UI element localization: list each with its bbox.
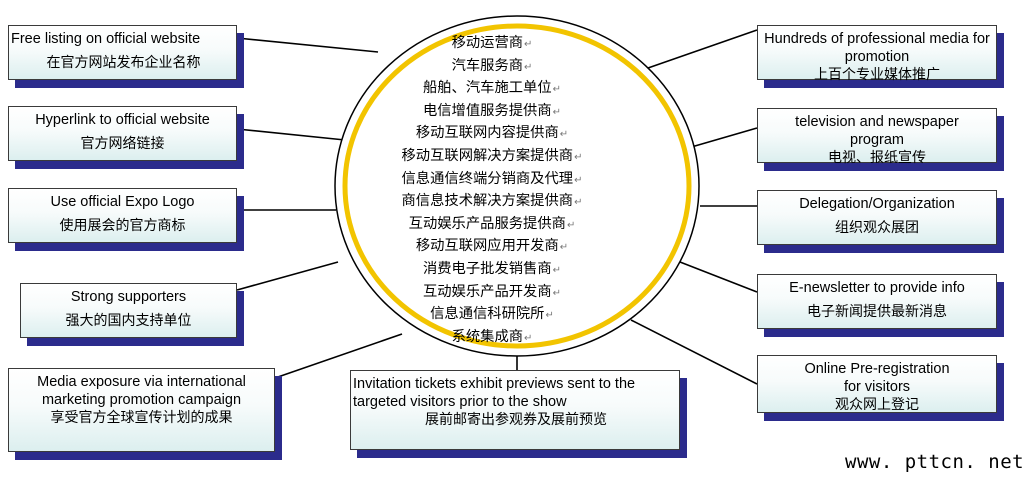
list-item: 船舶、汽车施工单位↵ bbox=[422, 80, 562, 97]
list-item: 移动互联网解决方案提供商↵ bbox=[401, 147, 583, 164]
list-item: 互动娱乐产品开发商↵ bbox=[422, 283, 562, 300]
benefit-label-en: Free listing on official website bbox=[11, 31, 201, 47]
benefit-box-invitation-tickets: Invitation tickets exhibit previews sent… bbox=[350, 370, 680, 450]
benefit-label-en: Invitation tickets exhibit previews sent… bbox=[353, 376, 636, 410]
benefit-label-en: E-newsletter to provide info bbox=[789, 280, 965, 296]
benefit-box-media-exposure: Media exposure via international marketi… bbox=[8, 368, 275, 452]
benefit-label-cn: 观众网上登记 bbox=[835, 397, 919, 413]
connector-line bbox=[647, 29, 758, 69]
benefit-box-professional-media: Hundreds of professional media for promo… bbox=[757, 25, 997, 83]
benefit-label-cn: 组织观众展团 bbox=[835, 220, 919, 236]
benefit-box-e-newsletter: E-newsletter to provide info 电子新闻提供最新消息 bbox=[757, 274, 997, 329]
list-item: 信息通信终端分销商及代理↵ bbox=[401, 170, 583, 187]
benefit-box-supporters: Strong supporters 强大的国内支持单位 bbox=[20, 283, 237, 338]
benefit-label-cn: 上百个专业媒体推广 bbox=[814, 67, 940, 83]
benefit-label-cn: 展前邮寄出参观券及展前预览 bbox=[425, 412, 607, 428]
connector-line bbox=[679, 261, 758, 293]
benefit-box-delegation: Delegation/Organization 组织观众展团 bbox=[757, 190, 997, 245]
benefit-label-en: Strong supporters bbox=[70, 289, 187, 305]
list-item: 信息通信科研院所↵ bbox=[430, 306, 554, 323]
benefit-box-free-listing: Free listing on official website 在官方网站发布… bbox=[8, 25, 237, 80]
benefit-label-en: television and newspaper program bbox=[795, 114, 959, 148]
benefit-label-cn: 享受官方全球宣传计划的成果 bbox=[50, 410, 233, 426]
center-ring bbox=[342, 23, 692, 349]
connector-line bbox=[687, 127, 758, 149]
list-item: 电信增值服务提供商↵ bbox=[422, 102, 562, 119]
benefit-label-cn: 电子新闻提供最新消息 bbox=[807, 304, 947, 320]
benefit-box-expo-logo: Use official Expo Logo 使用展会的官方商标 bbox=[8, 188, 237, 243]
list-item: 移动互联网应用开发商↵ bbox=[415, 238, 569, 255]
connector-line bbox=[630, 319, 758, 385]
connector-line bbox=[236, 128, 346, 141]
connector-line bbox=[274, 333, 403, 379]
list-item: 商信息技术解决方案提供商↵ bbox=[401, 193, 583, 210]
list-item: 移动互联网内容提供商↵ bbox=[415, 125, 569, 142]
connector-line bbox=[236, 37, 379, 53]
site-watermark: www. pttcn. net bbox=[845, 451, 1025, 473]
benefit-label-en: Use official Expo Logo bbox=[50, 194, 195, 210]
benefit-box-tv-newspaper: television and newspaper program 电视、报纸宣传 bbox=[757, 108, 997, 166]
benefit-label-cn: 强大的国内支持单位 bbox=[65, 313, 192, 329]
benefit-label-cn: 电视、报纸宣传 bbox=[828, 150, 926, 166]
list-item: 互动娱乐产品服务提供商↵ bbox=[408, 215, 576, 232]
connector-line bbox=[236, 261, 339, 291]
benefit-label-cn: 在官方网站发布企业名称 bbox=[46, 55, 201, 71]
benefit-label-cn: 官方网络链接 bbox=[80, 136, 165, 152]
target-exhibitor-list: 移动运营商↵ 汽车服务商↵ 船舶、汽车施工单位↵ 电信增值服务提供商↵ 移动互联… bbox=[372, 33, 612, 349]
benefit-label-en: Hyperlink to official website bbox=[35, 112, 210, 128]
list-item: 系统集成商↵ bbox=[451, 328, 533, 345]
list-item: 移动运营商↵ bbox=[451, 35, 533, 51]
list-item: 消费电子批发销售商↵ bbox=[422, 260, 562, 277]
benefit-label-en: Hundreds of professional media for promo… bbox=[764, 31, 990, 65]
benefit-label-en: Media exposure via international marketi… bbox=[37, 374, 246, 408]
benefit-box-hyperlink: Hyperlink to official website 官方网络链接 bbox=[8, 106, 237, 161]
benefit-box-online-preregistration: Online Pre-registration for visitors 观众网… bbox=[757, 355, 997, 413]
list-item: 汽车服务商↵ bbox=[451, 57, 533, 74]
benefit-label-cn: 使用展会的官方商标 bbox=[59, 218, 186, 234]
benefit-label-en: Online Pre-registration for visitors bbox=[804, 361, 950, 395]
benefit-label-en: Delegation/Organization bbox=[799, 196, 955, 212]
